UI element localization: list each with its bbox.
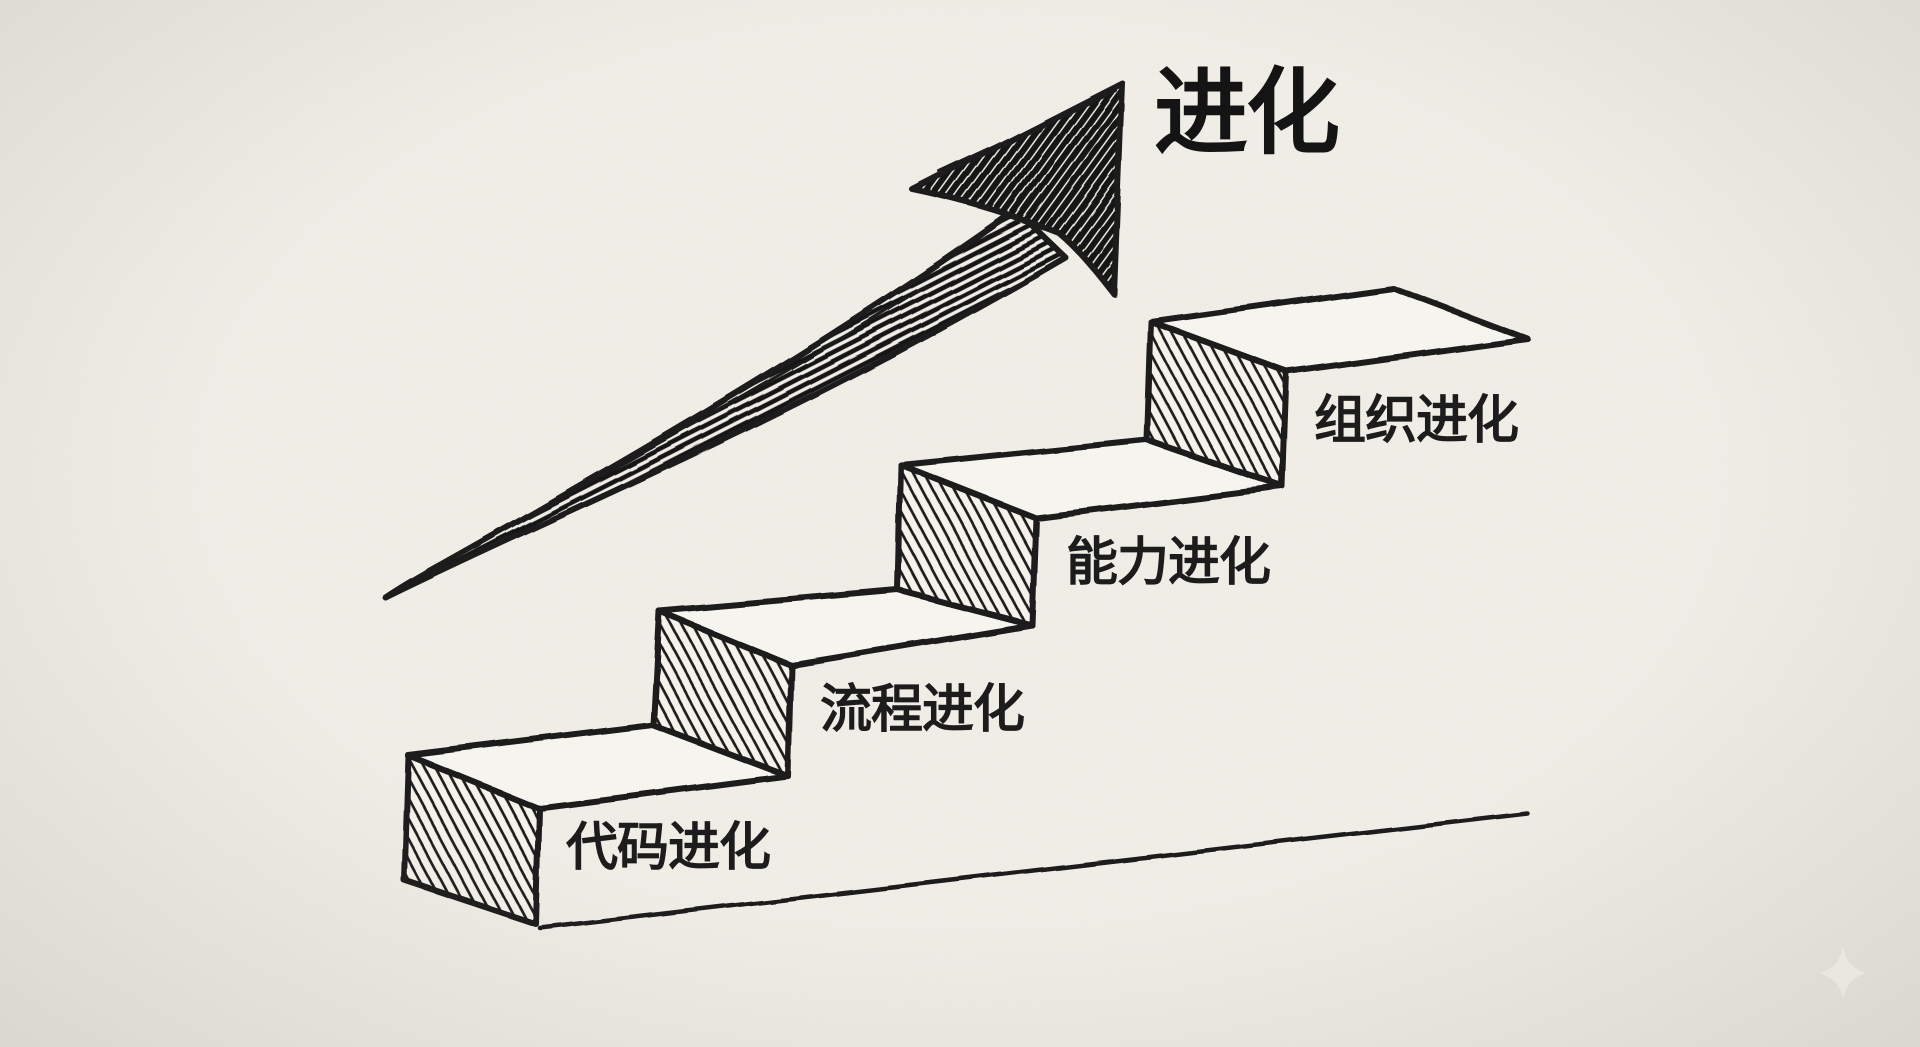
sparkle-icon bbox=[1820, 946, 1866, 999]
step-label-code-evolution: 代码进化 bbox=[566, 819, 771, 877]
arrow-barb-sketch-line bbox=[938, 88, 1117, 174]
step-riser-3 bbox=[895, 462, 1039, 628]
arrow-head bbox=[910, 80, 1125, 297]
ground-line bbox=[537, 810, 1530, 931]
step-riser-1 bbox=[401, 752, 542, 927]
growth-arrow-icon bbox=[383, 80, 1125, 601]
evolution-title: 进化 bbox=[1154, 60, 1340, 165]
staircase bbox=[401, 285, 1531, 927]
step-label-process-evolution: 流程进化 bbox=[820, 681, 1025, 739]
step-riser-2 bbox=[650, 608, 794, 779]
step-riser-4 bbox=[1144, 319, 1290, 490]
arrow-tail-sketch-line bbox=[466, 285, 927, 552]
step-label-organization-evolution: 组织进化 bbox=[1314, 392, 1519, 450]
step-label-capability-evolution: 能力进化 bbox=[1066, 534, 1271, 592]
